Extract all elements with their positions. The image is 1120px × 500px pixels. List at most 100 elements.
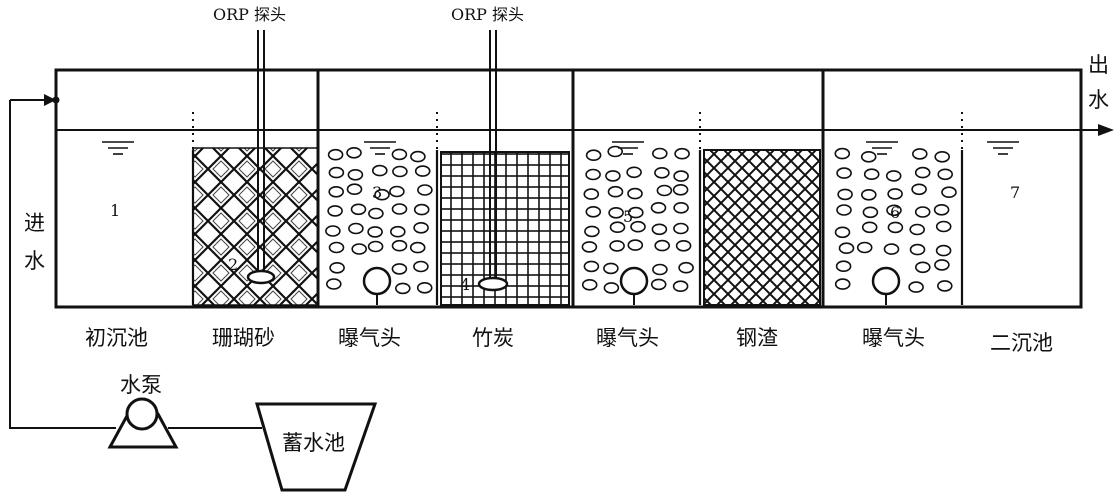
bubble [941,186,957,198]
bubble [675,240,692,252]
zone-label-coral-sand: 珊瑚砂 [212,326,275,350]
zone-number-1: 1 [110,201,120,220]
bubble [609,221,626,233]
bubble [650,202,667,214]
bubble [654,167,670,179]
zone-label-aerator-1: 曝气头 [338,326,401,350]
bubble [581,241,598,253]
bubble [672,184,689,196]
bubble [328,186,345,198]
zone-label-secondary-settling: 二沉池 [990,331,1053,355]
bubble [583,260,600,273]
water-level-symbol [364,141,396,155]
zone-number-5: 5 [623,207,633,226]
orp-probe-1 [246,30,276,285]
bubble [607,145,624,158]
bubble [911,148,928,160]
bubble [909,223,926,236]
bubble [627,239,644,251]
bubble [856,241,873,254]
aerator-heads [362,266,901,305]
bubble [391,203,408,215]
bubble [674,147,690,160]
inlet-junction [52,96,60,104]
water-level-symbol [866,141,898,155]
bubble [837,188,853,201]
bubble [886,204,902,217]
bubble [609,240,625,252]
bubble [834,147,851,160]
bubble [603,262,619,275]
zone-label-primary-settling: 初沉池 [85,326,148,350]
bubble [673,202,689,214]
zone-label-steel-slag: 钢渣 [736,326,778,350]
water-level-symbol [612,141,644,155]
bubble [608,207,624,219]
bubble [585,168,601,181]
water-pump-icon [107,397,179,449]
bubble [367,226,383,238]
bubble [416,281,433,294]
orp-probe-2 [477,30,509,292]
bubble [585,149,602,161]
inlet-label-top: 进 [24,211,45,235]
inlet-arrow [44,94,56,106]
bubble [672,280,689,293]
outlet-label-bottom: 水 [1088,88,1109,112]
bubble [887,221,904,234]
bubble [838,242,855,254]
bubble [603,282,620,294]
bubble [654,239,671,252]
zone-number-3: 3 [372,183,382,202]
bubble [374,188,390,201]
bubble [413,222,429,234]
storage-tank-label: 蓄水池 [282,431,345,455]
aeration-bubbles [325,145,957,295]
bubble [626,166,642,179]
zone-number-7: 7 [1010,183,1020,202]
bubble [909,243,926,256]
bubble [933,204,950,216]
bubble [914,166,931,179]
bubble [673,222,689,235]
bubble [652,263,668,276]
outlet-label-top: 出 [1088,53,1109,77]
bubble [346,183,363,195]
bubble [413,260,429,273]
outlet-arrow [1098,124,1114,136]
bubble [863,168,880,180]
water-level-symbols [102,141,1019,155]
bubble [368,207,384,220]
bubble [836,204,852,216]
bubble [937,168,954,181]
bubble [348,222,364,235]
bubble [605,170,621,182]
bubble [911,183,927,196]
zone-label-aerator-2: 曝气头 [596,326,659,350]
bubble [834,226,851,239]
bubble [908,281,924,293]
bubble [389,185,405,198]
bubble [325,278,342,290]
bubble [630,220,646,233]
bubble [391,263,408,275]
bubble [834,278,851,290]
bubble [627,187,643,200]
inlet-label-bottom: 水 [24,249,45,273]
bubble [673,170,689,182]
bubble [862,206,879,219]
bubble [650,278,667,291]
bubble [346,147,362,159]
aerator-head-icon [619,266,649,296]
bubble [936,280,953,292]
aerator-head-icon [362,266,392,296]
bubble [935,244,952,257]
bubble [584,225,600,238]
bubble [887,188,903,200]
bubble [883,243,900,255]
orp-probe-label-1: ORP 探头 [213,5,286,24]
bubble [414,165,431,177]
bubble [861,221,878,234]
zone-number-6: 6 [890,203,900,222]
